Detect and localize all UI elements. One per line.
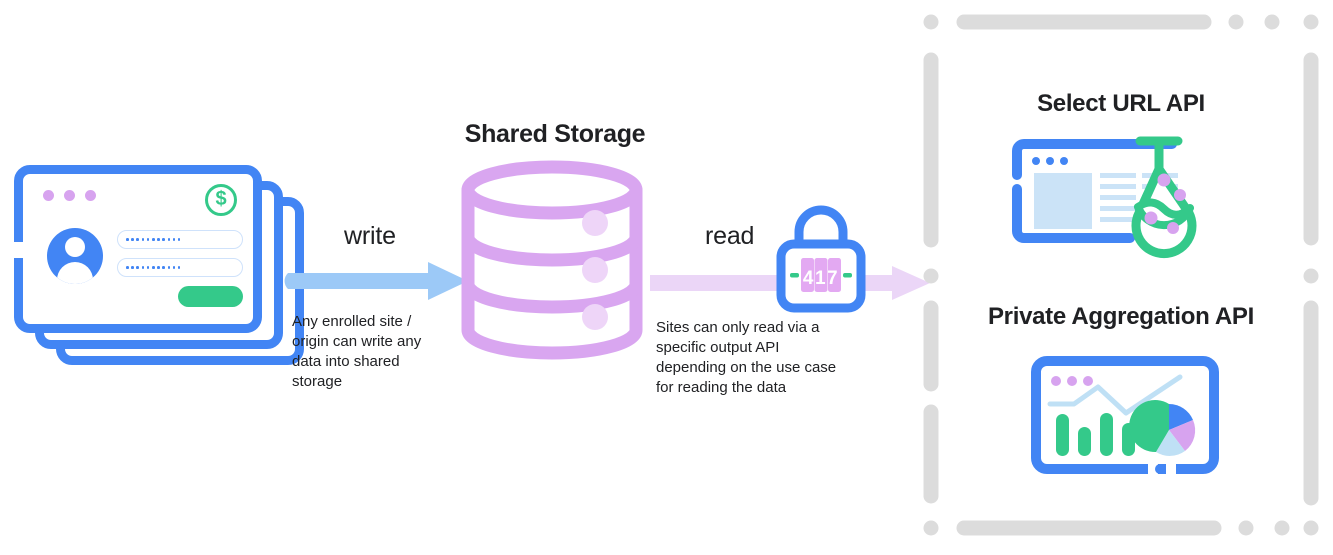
user-avatar-icon [47, 228, 103, 284]
browser-chart-icon [1030, 355, 1220, 480]
login-card-stack-icon: $ [14, 165, 304, 365]
write-label: write [344, 222, 396, 250]
private-aggregation-api-title: Private Aggregation API [987, 303, 1255, 330]
dashed-border [923, 14, 1319, 536]
window-dot [43, 190, 54, 201]
window-dot [85, 190, 96, 201]
avatar-body [57, 262, 93, 284]
read-label: read [705, 222, 755, 250]
shared-storage-group: Shared Storage [440, 120, 670, 360]
submit-button [178, 286, 243, 307]
database-cylinder-icon [461, 160, 643, 360]
write-flow: write Any enrolled site / origin can wri… [284, 222, 474, 392]
output-apis-frame: Select URL API [923, 8, 1319, 542]
window-dot [64, 190, 75, 201]
combination-lock-icon: 417 [775, 202, 867, 314]
dollar-circle-icon: $ [205, 184, 237, 216]
avatar-head [65, 237, 85, 257]
write-arrow-right-icon [284, 262, 468, 300]
window-dots [43, 190, 96, 201]
login-card-front: $ [14, 165, 262, 333]
read-caption: Sites can only read via a specific outpu… [656, 319, 837, 396]
shared-storage-title: Shared Storage [464, 120, 646, 148]
read-flow: read 417 Sites can only read via a speci… [650, 205, 930, 397]
card-notch [14, 242, 23, 258]
password-field-1 [117, 230, 243, 249]
select-url-api-title: Select URL API [1037, 90, 1205, 117]
write-caption: Any enrolled site / origin can write any… [292, 313, 422, 390]
password-field-2 [117, 258, 243, 277]
svg-text:417: 417 [803, 268, 839, 289]
browser-flask-icon [1012, 133, 1227, 259]
